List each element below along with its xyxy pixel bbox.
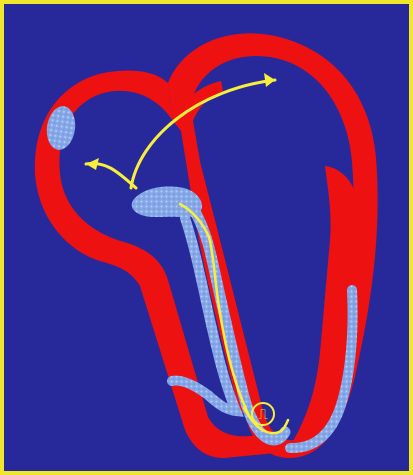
pulse-marker-symbol: ⎍ [258, 407, 268, 423]
